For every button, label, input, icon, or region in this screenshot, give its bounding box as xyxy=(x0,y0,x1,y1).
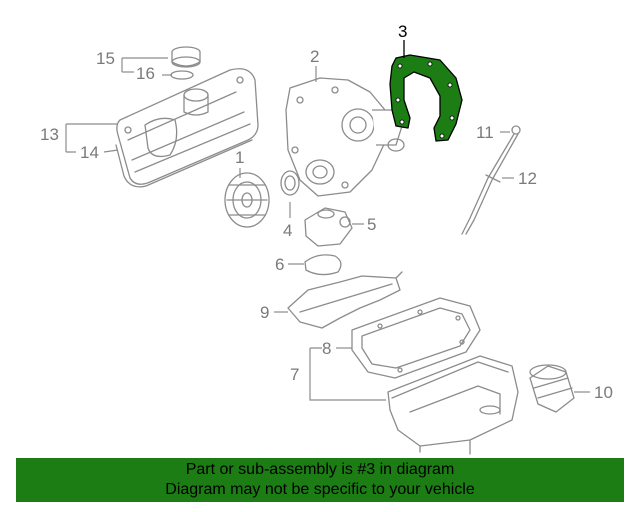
oil-pump xyxy=(304,207,353,247)
callout-1[interactable]: 1 xyxy=(235,148,244,167)
oil-pan-gasket xyxy=(351,297,481,379)
rear-main-seal-housing xyxy=(389,54,463,142)
parts-diagram: 1 2 3 4 5 6 7 8 9 10 11 12 13 14 15 16 xyxy=(40,22,613,455)
valve-cover xyxy=(116,68,259,185)
callout-11[interactable]: 11 xyxy=(476,123,494,142)
callout-16[interactable]: 16 xyxy=(136,64,155,83)
oil-pan xyxy=(387,355,519,455)
filler-cap-seal xyxy=(170,70,194,80)
callout-15[interactable]: 15 xyxy=(96,49,115,68)
callout-10[interactable]: 10 xyxy=(594,383,613,402)
pump-screen xyxy=(304,254,342,276)
windage-tray xyxy=(287,271,403,329)
banner-line-disclaimer: Diagram may not be specific to your vehi… xyxy=(165,481,475,498)
callout-8[interactable]: 8 xyxy=(322,339,331,358)
callout-4[interactable]: 4 xyxy=(283,221,292,240)
callout-12[interactable]: 12 xyxy=(518,169,537,188)
front-crank-seal xyxy=(280,170,300,196)
callout-9[interactable]: 9 xyxy=(260,303,269,322)
timing-cover xyxy=(285,77,405,197)
crankshaft-balancer xyxy=(224,172,270,228)
oil-filter xyxy=(529,364,575,413)
leader-lines xyxy=(65,40,590,401)
callout-6[interactable]: 6 xyxy=(275,255,284,274)
callout-2[interactable]: 2 xyxy=(310,47,319,66)
dipstick-and-tube xyxy=(461,125,521,235)
callout-14[interactable]: 14 xyxy=(80,143,99,162)
callout-7[interactable]: 7 xyxy=(290,365,299,384)
valve-cover-gasket xyxy=(115,139,253,188)
callout-3[interactable]: 3 xyxy=(398,22,407,41)
callout-5[interactable]: 5 xyxy=(367,215,376,234)
info-banner: Part or sub-assembly is #3 in diagram Di… xyxy=(16,458,624,502)
oil-filler-cap xyxy=(171,46,201,68)
banner-line-part-number: Part or sub-assembly is #3 in diagram xyxy=(185,461,455,478)
callout-13[interactable]: 13 xyxy=(40,125,59,144)
